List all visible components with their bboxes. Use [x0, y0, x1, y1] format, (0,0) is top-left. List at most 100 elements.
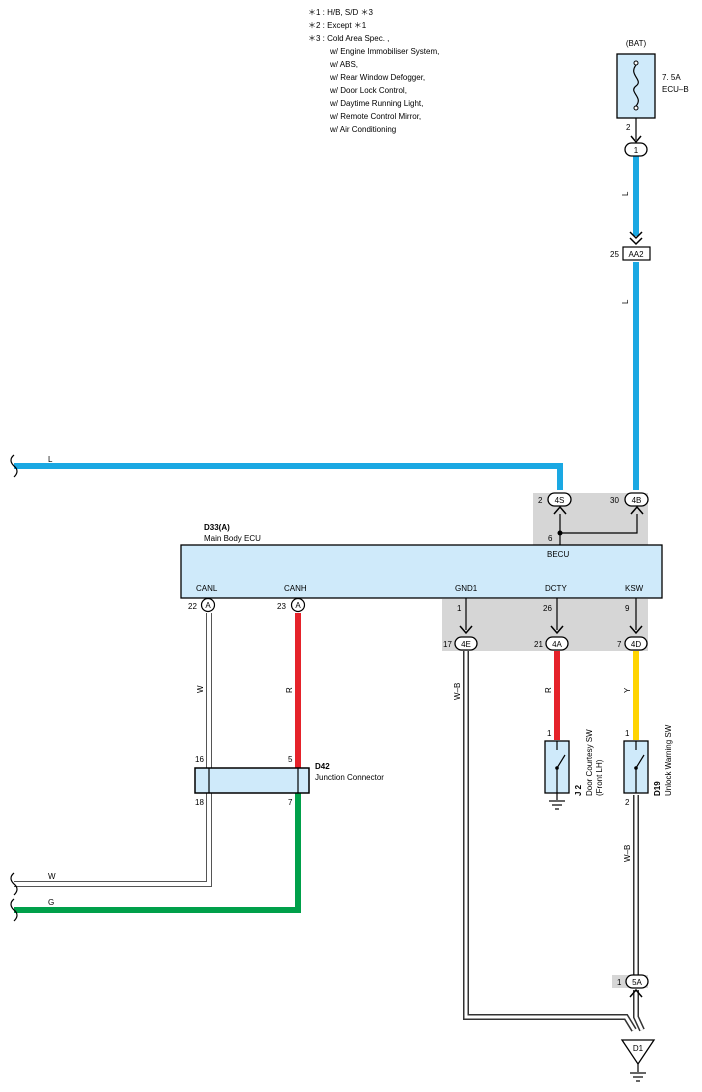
ecu-terminal-canl: CANL	[196, 584, 218, 593]
wire-label-top-l: L	[621, 191, 630, 196]
note-4: w/ Engine Immobiliser System,	[329, 47, 439, 56]
ecu-terminal-gnd1: GND1	[455, 584, 478, 593]
connector-4a-pin: 21	[534, 640, 543, 649]
fuse-source: (BAT)	[626, 39, 647, 48]
d19-code: D19	[653, 781, 662, 796]
connector-canh	[290, 597, 306, 613]
junction-connector-d42	[194, 767, 310, 794]
ecu-terminal-canh: CANH	[284, 584, 307, 593]
ecu-name: Main Body ECU	[204, 534, 261, 543]
connector-4e-pin: 17	[443, 640, 452, 649]
aa2-arrow-icon	[629, 231, 643, 246]
wire-gnd	[464, 651, 636, 1031]
note-1: ＊1 : H/B, S/D ＊3	[308, 8, 373, 17]
j2-blade	[556, 754, 566, 769]
connector-aa2-label: AA2	[628, 250, 644, 259]
wire-w-left	[14, 793, 211, 886]
wire-break-l	[10, 454, 18, 478]
canh-pin: 23	[277, 602, 286, 611]
wire-break-g	[10, 898, 18, 922]
arrow-up-4b-icon	[630, 505, 644, 515]
ground-d1-label: D1	[633, 1044, 644, 1053]
fuse-name: ECU–B	[662, 85, 689, 94]
wire-label-d19-out: W–B	[623, 845, 632, 862]
wire-label-gnd: W–B	[453, 683, 462, 700]
d42-pin-tr: 5	[288, 755, 293, 764]
d1-ground-icon	[630, 1072, 646, 1082]
fuse-element-icon	[633, 64, 639, 107]
becu-junction-pin: 6	[548, 534, 553, 543]
connector-aa2	[622, 246, 651, 261]
note-10: w/ Air Conditioning	[329, 125, 396, 134]
connector-4s-label: 4S	[555, 496, 565, 505]
wire-label-left-g: G	[48, 898, 54, 907]
connector-4b	[624, 492, 649, 507]
connector-4d-pin: 7	[617, 640, 622, 649]
d42-pin-tl: 16	[195, 755, 204, 764]
ecu-terminal-becu: BECU	[547, 550, 569, 559]
fuse-arrow-icon	[630, 135, 642, 144]
j2-name: Door Courtesy SW	[585, 729, 594, 796]
d42-pin-bl: 18	[195, 798, 204, 807]
arrow-down-4e-icon	[459, 625, 473, 635]
becu-lead-right	[560, 514, 638, 534]
j2-pin: 1	[547, 729, 552, 738]
connector-1-label: 1	[634, 146, 639, 155]
connector-4e	[454, 636, 478, 651]
j2-code: J 2	[574, 784, 583, 796]
connector-4d	[624, 636, 648, 651]
arrow-down-4d-icon	[629, 625, 643, 635]
d19-name: Unlock Warning SW	[664, 724, 673, 796]
ground-point-d1	[620, 1039, 656, 1066]
wire-label-left-w: W	[48, 872, 56, 881]
ecu-code: D33(A)	[204, 523, 230, 532]
fuse-rating: 7. 5A	[662, 73, 681, 82]
arrow-up-5a-icon	[629, 988, 643, 998]
fuse-pin: 2	[626, 123, 631, 132]
fuse-terminal-top	[633, 60, 639, 66]
wire-5a	[634, 990, 644, 1031]
wire-label-left-l: L	[48, 455, 53, 464]
wire-label-ksw: Y	[623, 687, 632, 693]
note-5: w/ ABS,	[329, 60, 358, 69]
connector-5a	[625, 974, 649, 989]
connector-4b-pin: 30	[610, 496, 619, 505]
j2-ground-icon	[549, 800, 565, 810]
d19-blade	[635, 754, 645, 769]
d42-name: Junction Connector	[315, 773, 384, 782]
connector-4b-label: 4B	[632, 496, 642, 505]
wire-l-left	[14, 463, 563, 490]
connector-5a-label: 5A	[632, 978, 642, 987]
note-2: ＊2 : Except ＊1	[308, 21, 367, 30]
dcty-pin: 26	[543, 604, 552, 613]
connector-4a	[545, 636, 569, 651]
connector-canh-label: A	[295, 601, 301, 610]
connector-aa2-pin: 25	[610, 250, 619, 259]
fuse-terminal-bottom	[633, 105, 639, 111]
d42-pin-br: 7	[288, 798, 293, 807]
connector-canl	[200, 597, 216, 613]
gnd1-pin: 1	[457, 604, 462, 613]
connector-4s-pin: 2	[538, 496, 543, 505]
connector-1	[624, 142, 648, 157]
wire-label-canh: R	[285, 687, 294, 693]
notes: ＊1 : H/B, S/D ＊3 ＊2 : Except ＊1 ＊3 : Col…	[308, 8, 439, 134]
becu-junction-dot	[557, 530, 563, 536]
note-8: w/ Daytime Running Light,	[329, 99, 423, 108]
connector-4d-label: 4D	[631, 640, 641, 649]
wire-g	[14, 793, 301, 913]
wire-label-mid-l: L	[621, 299, 630, 304]
ecu-terminal-dcty: DCTY	[545, 584, 567, 593]
j2-sub: (Front LH)	[595, 759, 604, 796]
arrow-up-4s-icon	[553, 505, 567, 515]
d19-pin-bottom: 2	[625, 798, 630, 807]
wire-break-w	[10, 872, 18, 896]
ecu-terminal-ksw: KSW	[625, 584, 644, 593]
connector-5a-pin: 1	[617, 978, 622, 987]
d19-pin-top: 1	[625, 729, 630, 738]
d42-code: D42	[315, 762, 330, 771]
ksw-pin: 9	[625, 604, 630, 613]
wire-label-dcty: R	[544, 687, 553, 693]
note-3: ＊3 : Cold Area Spec. ,	[308, 34, 389, 43]
